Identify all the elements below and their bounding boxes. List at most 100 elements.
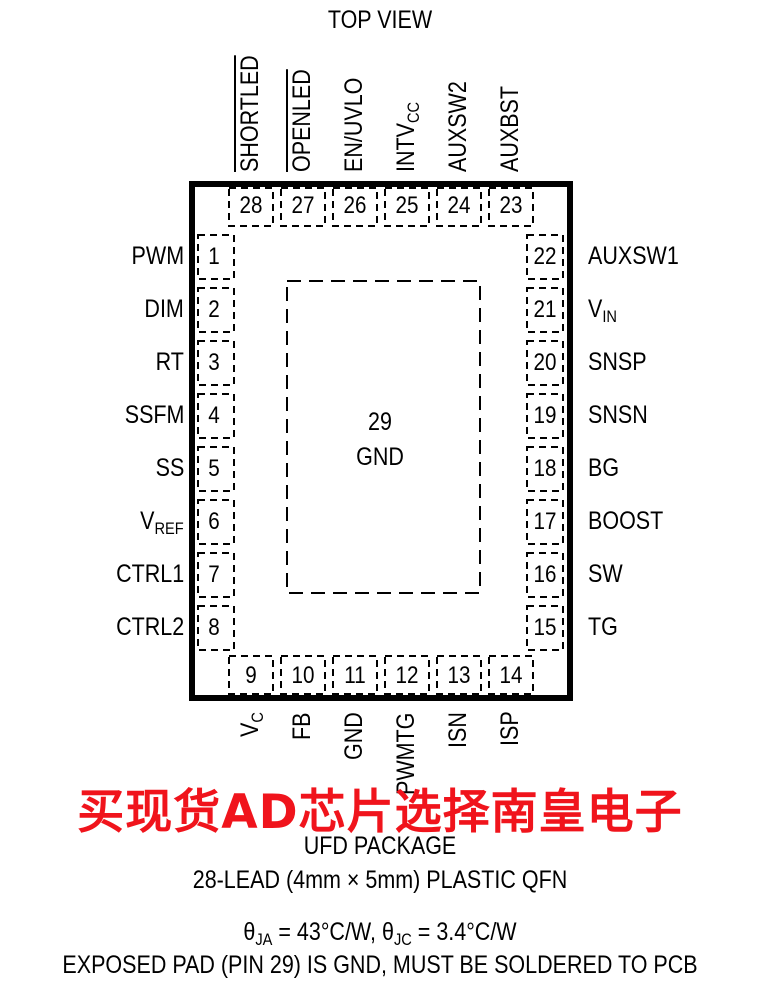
pin-label-27: OPENLED: [288, 69, 316, 172]
pin-label-21: VIN: [588, 295, 617, 326]
theta-ja-value: = 43°C/W, θ: [272, 918, 394, 946]
pin-pad-23: [488, 187, 534, 227]
theta-jc-sub: JC: [393, 930, 412, 949]
pin-number-6: 6: [208, 508, 220, 535]
package-body: [189, 181, 573, 701]
theta-jc-value: = 3.4°C/W: [411, 918, 517, 946]
pin-pad-3: [197, 340, 235, 386]
pin-name-text: AUXBST: [496, 85, 524, 172]
pin-number-23: 23: [499, 192, 523, 219]
pin-pad-10: [280, 655, 326, 695]
exposed-pad-outline: [286, 280, 481, 594]
pin-label-19: SNSN: [588, 403, 648, 428]
pin-number-19: 19: [533, 402, 557, 429]
pin-label-26: EN/UVLO: [340, 77, 368, 172]
pin-label-17: BOOST: [588, 509, 663, 534]
pin-number-7: 7: [208, 561, 220, 588]
pin-number-3: 3: [208, 349, 220, 376]
pin-pad-19: [526, 393, 564, 439]
top-view-label: TOP VIEW: [327, 6, 433, 34]
pin-name-subscript: IN: [602, 307, 617, 326]
pin-name-text: V: [140, 507, 155, 535]
pin-label-6: VREF: [140, 507, 184, 538]
pin-name-text: SSFM: [124, 401, 184, 429]
pin-pad-7: [197, 552, 235, 598]
pin-number-12: 12: [395, 662, 419, 689]
pin-name-text: SNSP: [588, 348, 647, 376]
theta-ja-sub: JA: [255, 930, 273, 949]
pin-number-27: 27: [291, 192, 315, 219]
pin-pad-9: [228, 655, 274, 695]
pin-name-text: FB: [288, 712, 316, 740]
pin-label-24: AUXSW2: [444, 81, 472, 172]
pin-name-subscript: CC: [404, 101, 423, 124]
pin-label-10: FB: [288, 712, 316, 740]
pin-label-14: ISP: [496, 712, 524, 747]
pin-pad-27: [280, 187, 326, 227]
pin-number-2: 2: [208, 296, 220, 323]
pin-pad-26: [332, 187, 378, 227]
watermark-text: 买现货AD芯片选择南皇电子: [77, 785, 683, 840]
pin-name-text: TG: [588, 613, 618, 641]
pin-name-subscript: C: [248, 712, 267, 723]
pin-number-9: 9: [245, 662, 257, 689]
pin-pad-12: [384, 655, 430, 695]
pin-label-3: RT: [156, 350, 184, 375]
pin-pad-11: [332, 655, 378, 695]
pin-name-text: CTRL1: [115, 560, 184, 588]
pin-name-text: PWM: [131, 242, 184, 270]
pin-name-text: AUXSW1: [588, 242, 679, 270]
pin-pad-boxes: [197, 187, 564, 695]
pin-label-28: SHORTLED: [236, 55, 264, 172]
pin-number-8: 8: [208, 614, 220, 641]
pin-number-24: 24: [447, 192, 471, 219]
pin-label-20: SNSP: [588, 350, 647, 375]
pin-pad-16: [526, 552, 564, 598]
pin-name-text: ISN: [444, 712, 472, 749]
pin-number-25: 25: [395, 192, 419, 219]
pin-label-8: CTRL2: [116, 615, 184, 640]
pin-number-22: 22: [533, 243, 557, 270]
exposed-pad-name: GND: [356, 443, 404, 471]
pin-number-20: 20: [533, 349, 557, 376]
pin-name-text: EN/UVLO: [340, 77, 368, 172]
exposed-pad-note: EXPOSED PAD (PIN 29) IS GND, MUST BE SOL…: [62, 951, 698, 979]
pin-pad-15: [526, 605, 564, 651]
pin-label-25: INTVCC: [392, 101, 423, 172]
pin-label-23: AUXBST: [496, 85, 524, 172]
pin-name-text: V: [588, 295, 603, 323]
pin-name-text: GND: [340, 712, 368, 761]
pin-pad-2: [197, 287, 235, 333]
pin-pad-5: [197, 446, 235, 492]
pin-name-subscript: REF: [154, 519, 184, 538]
pin-pad-20: [526, 340, 564, 386]
pin-label-11: GND: [340, 712, 368, 761]
pin-label-1: PWM: [131, 244, 184, 269]
pin-number-26: 26: [343, 192, 367, 219]
pin-pad-13: [436, 655, 482, 695]
pin-number-15: 15: [533, 614, 557, 641]
pin-name-text: CTRL2: [115, 613, 184, 641]
pin-number-17: 17: [533, 508, 557, 535]
pin-number-1: 1: [208, 243, 220, 270]
pin-number-28: 28: [239, 192, 263, 219]
pin-pad-1: [197, 234, 235, 280]
thermal-resistance: θJA = 43°C/W, θJC = 3.4°C/W: [243, 918, 517, 949]
pin-number-18: 18: [533, 455, 557, 482]
pin-name-text: RT: [155, 348, 184, 376]
exposed-pad-number: 29: [368, 408, 392, 436]
pin-name-text: SHORTLED: [236, 55, 264, 172]
pin-number-10: 10: [291, 662, 315, 689]
pin-label-7: CTRL1: [116, 562, 184, 587]
pin-number-4: 4: [208, 402, 220, 429]
pin-pad-18: [526, 446, 564, 492]
pin-name-text: AUXSW2: [444, 81, 472, 172]
pin-pad-17: [526, 499, 564, 545]
pin-number-14: 14: [499, 662, 523, 689]
pin-name-text: OPENLED: [288, 69, 316, 172]
pin-name-text: SW: [588, 560, 623, 588]
pin-name-text: SNSN: [588, 401, 648, 429]
package-name: UFD PACKAGE: [303, 832, 457, 860]
pin-pad-8: [197, 605, 235, 651]
